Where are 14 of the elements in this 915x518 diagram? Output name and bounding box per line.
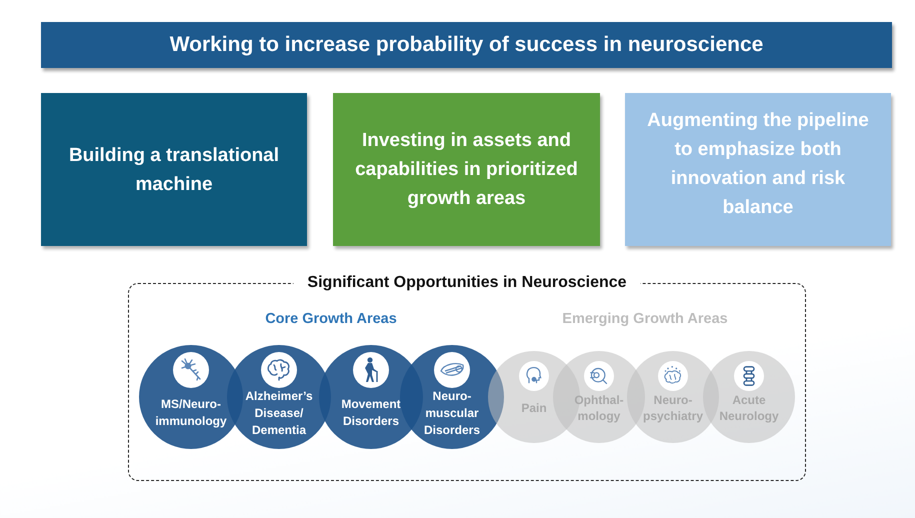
strategy-text: Augmenting the pipeline to emphasize both innovation and risk balance (646, 108, 870, 220)
section-heading: Emerging Growth Areas (562, 310, 728, 328)
area-label: Movement Disorders (340, 396, 402, 430)
strategy-box (333, 93, 600, 246)
group-heading: Significant Opportunities in Neuroscience (293, 273, 641, 293)
strategy-text: Investing in assets and capabilities in prioritized growth areas (354, 129, 579, 211)
area-label: MS/Neuro- immunology (154, 396, 228, 430)
strategy-text: Building a translational machine (68, 144, 280, 196)
title-banner: Working to increase probability of success in neuroscience (41, 22, 892, 68)
strategy-box (41, 93, 307, 246)
area-label: Neuro- muscular Disorders (422, 388, 482, 438)
strategy-box (625, 93, 891, 246)
section-heading: Core Growth Areas (265, 310, 397, 328)
area-label: Alzheimer’s Disease/ Dementia (244, 388, 314, 438)
